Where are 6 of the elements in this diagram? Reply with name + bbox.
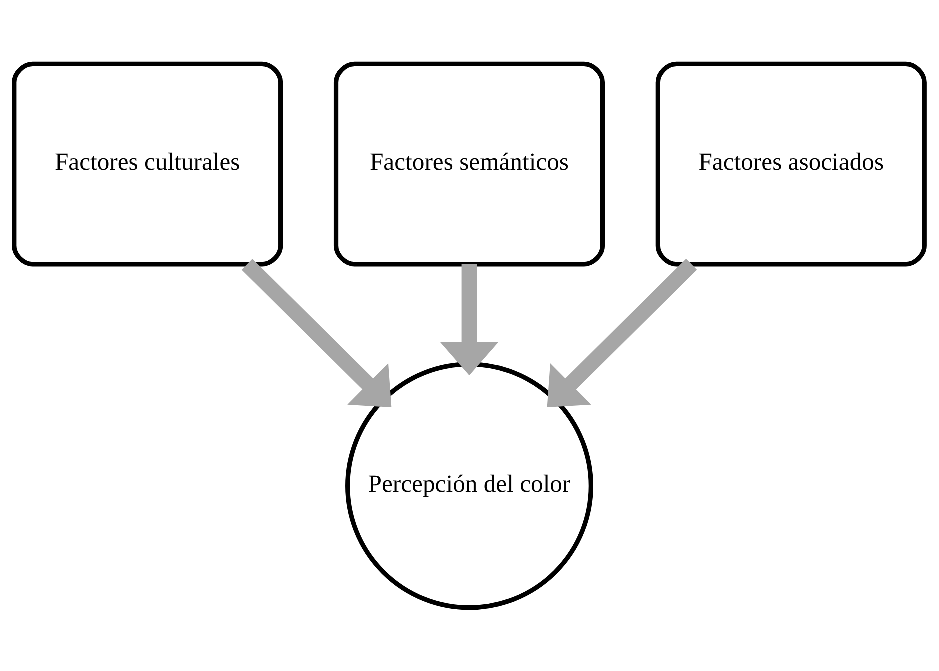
- node-box: Factores semánticos: [334, 61, 606, 266]
- node-box: Factores culturales: [12, 61, 284, 266]
- node-box: Factores asociados: [656, 61, 927, 266]
- arrow: [547, 258, 698, 408]
- arrow: [440, 264, 499, 376]
- arrow: [242, 258, 392, 408]
